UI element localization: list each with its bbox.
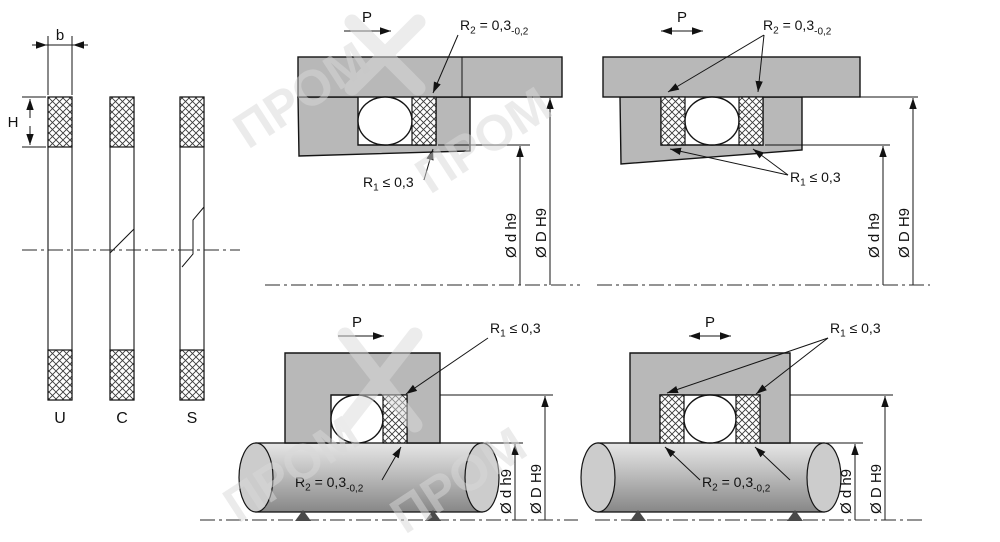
r1-annotation: R1 ≤ 0,3 xyxy=(490,320,541,340)
dim-h-label: H xyxy=(8,114,19,131)
leader-line xyxy=(664,446,701,481)
rod-end-face xyxy=(580,442,616,513)
support-mark xyxy=(425,510,441,521)
leader-line xyxy=(405,337,489,395)
backup-ring-section xyxy=(660,96,686,146)
r1-annotation: R1 ≤ 0,3 xyxy=(363,174,414,194)
diagram-piston-single: P R2 = 0,3-0,2 R1 ≤ 0,3 Ø d h9 Ø D H9 xyxy=(265,9,580,286)
cylinder-bore-section xyxy=(297,56,563,98)
ring-cross-section-hatch xyxy=(179,349,205,401)
ring-cross-section-hatch xyxy=(109,96,135,148)
ring-type-s-label: S xyxy=(187,410,198,427)
o-ring-section xyxy=(684,96,740,146)
pressure-label: P xyxy=(362,9,372,26)
cylinder-bore-section xyxy=(602,56,861,98)
support-mark xyxy=(787,510,803,521)
pressure-label: P xyxy=(677,9,687,26)
angle-cut-line xyxy=(109,228,135,254)
diagram-piston-double: P R2 = 0,3-0,2 R1 ≤ 0,3 Ø d h9 Ø D H9 xyxy=(597,9,930,286)
ring-cross-section-hatch xyxy=(47,96,73,148)
support-mark xyxy=(630,510,646,521)
ring-type-c-label: C xyxy=(116,410,128,427)
rod-cylinder xyxy=(255,442,483,513)
dim-b-label: b xyxy=(56,27,64,44)
ring-type-u-label: U xyxy=(54,410,66,427)
o-ring-section xyxy=(357,96,413,146)
r1-annotation: R1 ≤ 0,3 xyxy=(790,169,841,189)
dim-bore-label: Ø D H9 xyxy=(528,464,545,514)
backup-ring-section xyxy=(659,394,685,444)
backup-ring-section xyxy=(411,96,437,146)
dim-rod-label: Ø d h9 xyxy=(503,213,520,258)
r2-annotation: R2 = 0,3-0,2 xyxy=(460,17,529,38)
dim-bore-label: Ø D H9 xyxy=(868,464,885,514)
leader-line xyxy=(752,148,789,176)
watermark-logo xyxy=(337,327,423,433)
dim-bore-label: Ø D H9 xyxy=(533,208,550,258)
r2-annotation: R2 = 0,3-0,2 xyxy=(763,17,832,38)
leader-line xyxy=(666,337,829,394)
leader-line xyxy=(432,34,459,94)
dimension-h: H xyxy=(8,96,46,148)
leader-line xyxy=(755,337,829,395)
rod-end-face xyxy=(806,442,842,513)
profile-ring-s xyxy=(179,96,205,401)
leader-line xyxy=(667,34,765,93)
backup-ring-section xyxy=(738,96,764,146)
ring-cross-section-hatch xyxy=(109,349,135,401)
pressure-label: P xyxy=(705,314,715,331)
dimension-b: b xyxy=(32,27,88,95)
dim-rod-label: Ø d h9 xyxy=(866,213,883,258)
support-mark xyxy=(295,510,311,521)
dim-rod-label: Ø d h9 xyxy=(838,469,855,514)
leader-line xyxy=(754,446,791,481)
diagram-rod-single: P R1 ≤ 0,3 R2 = 0,3-0,2 Ø d h9 Ø D H9 xyxy=(200,314,578,521)
r1-annotation: R1 ≤ 0,3 xyxy=(830,320,881,340)
diagram-rod-double: P R1 ≤ 0,3 R2 = 0,3-0,2 Ø d h9 Ø D H9 xyxy=(580,314,925,521)
leader-line xyxy=(381,446,402,481)
dim-bore-label: Ø D H9 xyxy=(896,208,913,258)
r2-annotation: R2 = 0,3-0,2 xyxy=(702,474,771,495)
step-cut-line xyxy=(181,206,205,268)
r2-annotation: R2 = 0,3-0,2 xyxy=(295,474,364,495)
leader-line xyxy=(669,147,789,176)
o-ring-section xyxy=(683,394,737,444)
leader-line xyxy=(755,34,765,93)
ring-cross-section-hatch xyxy=(47,349,73,401)
pressure-label: P xyxy=(352,314,362,331)
ring-cross-section-hatch xyxy=(179,96,205,148)
profile-section: b H U C S xyxy=(8,27,240,427)
dim-rod-label: Ø d h9 xyxy=(498,469,515,514)
watermark-logo xyxy=(344,14,426,96)
leader-line xyxy=(423,148,434,181)
backup-ring-section xyxy=(735,394,761,444)
profile-ring-c xyxy=(109,96,135,401)
rod-end-face xyxy=(238,442,274,513)
profile-ring-u xyxy=(47,96,73,401)
